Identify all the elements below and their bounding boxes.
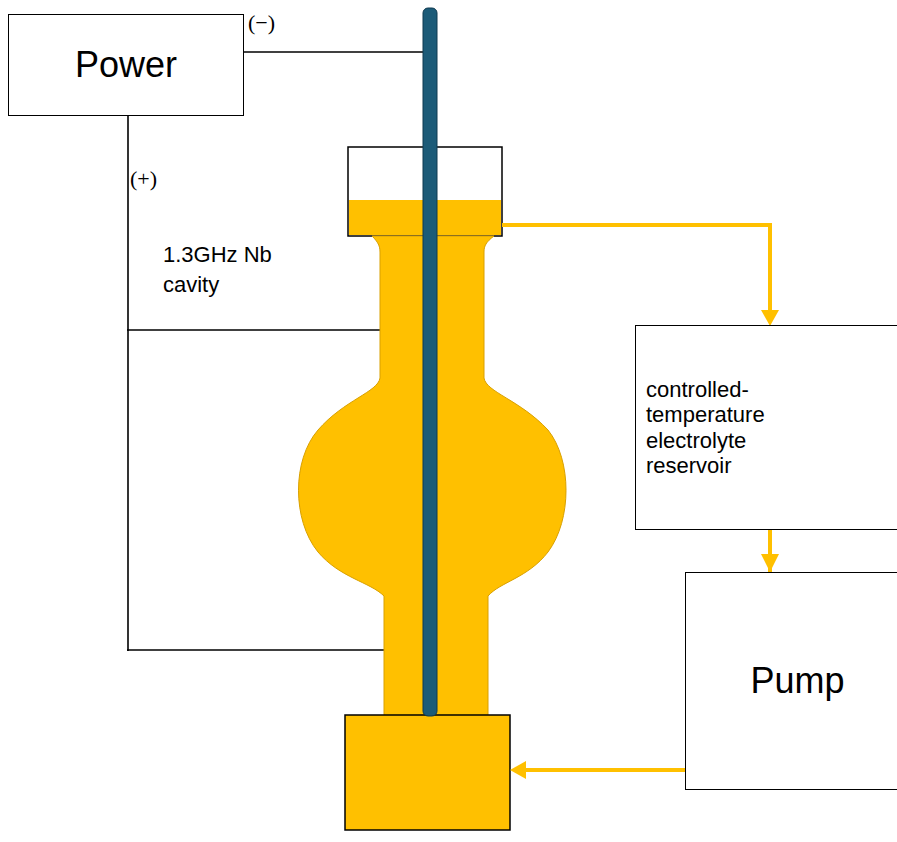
negative-wire: [244, 51, 424, 53]
node-text: Pump: [750, 660, 844, 701]
flow-arrow: [768, 530, 772, 572]
flow-line: [502, 225, 770, 312]
positive-wire: [127, 116, 129, 651]
node-text: controlled- temperature electrolyte rese…: [646, 377, 796, 478]
polarity-label: (+): [130, 166, 157, 192]
flow-line: [524, 768, 686, 772]
flow-arrowhead: [510, 761, 526, 779]
node-text: Power: [75, 44, 177, 85]
inlet-cup: [345, 715, 510, 830]
cathode-rod: [423, 8, 437, 716]
pump-box: Pump: [685, 572, 897, 790]
flow-arrowhead: [761, 310, 779, 326]
positive-wire: [127, 649, 386, 651]
reservoir-box: controlled- temperature electrolyte rese…: [635, 325, 897, 530]
cavity-label: 1.3GHz Nb cavity: [163, 240, 283, 300]
power-supply-box: Power: [8, 14, 244, 116]
positive-wire: [127, 329, 384, 331]
polarity-label: (−): [248, 10, 275, 36]
